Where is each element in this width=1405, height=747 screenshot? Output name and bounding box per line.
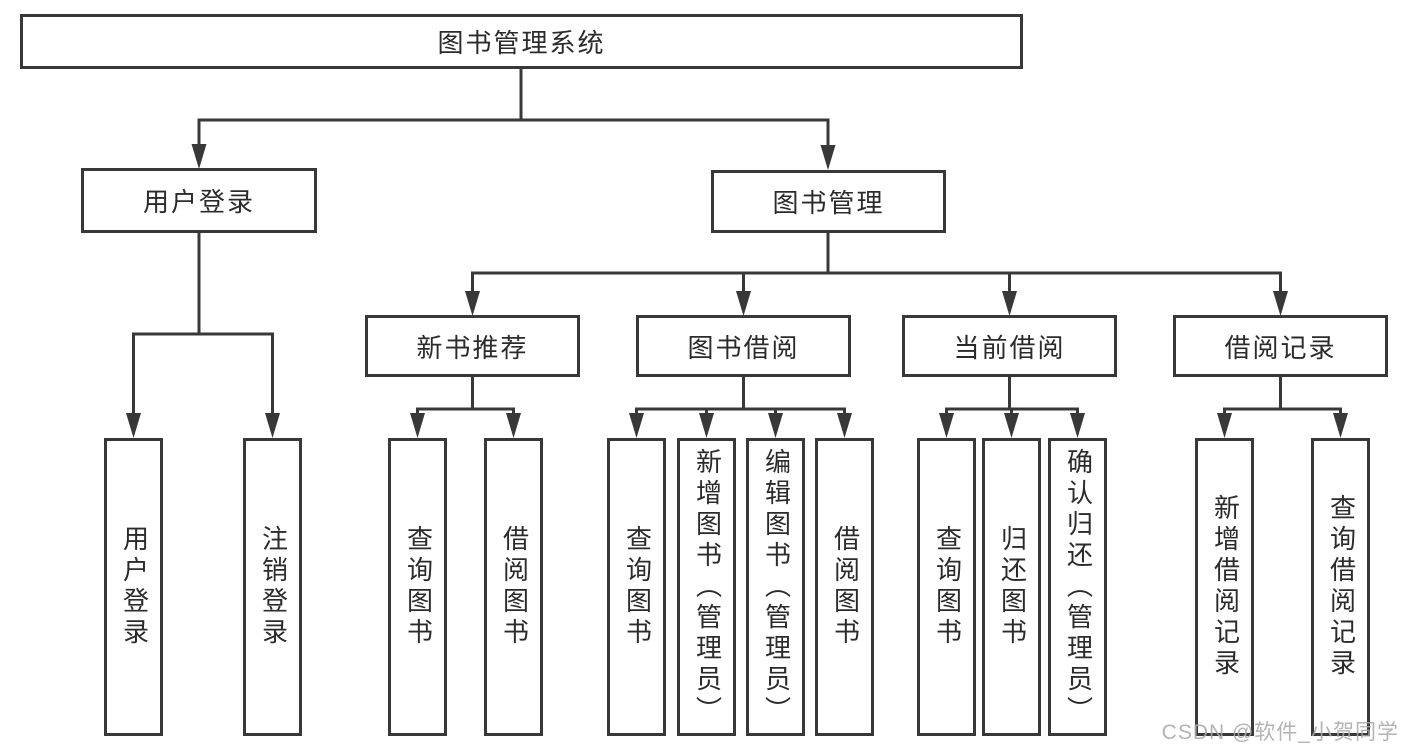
arrowhead — [1273, 291, 1288, 316]
node-label: 借阅图书 — [499, 525, 530, 649]
node-label: 归还图书 — [997, 525, 1028, 649]
edge-new-book-recommend-to-leaves — [416, 375, 515, 422]
arrowhead — [939, 413, 954, 438]
arrowhead — [1217, 413, 1232, 438]
node-leaf-add-borrow-record: 新增借阅记录 — [1195, 438, 1254, 736]
csdn-watermark: CSDN @软件_小贺同学 — [1161, 721, 1399, 744]
node-label: 确认归还（管理员） — [1063, 447, 1094, 727]
node-current-borrow: 当前借阅 — [902, 315, 1117, 377]
edge-borrow-records-to-leaves — [1223, 375, 1342, 422]
arrowhead — [820, 145, 836, 170]
arrowhead — [768, 413, 783, 438]
node-leaf-borrow-books-recommend: 借阅图书 — [484, 438, 543, 736]
node-label: 当前借阅 — [953, 332, 1066, 363]
node-label: 注销登录 — [258, 525, 289, 649]
node-label: 查询借阅记录 — [1326, 494, 1357, 680]
arrowhead — [629, 413, 644, 438]
node-label: 借阅图书 — [830, 525, 861, 649]
node-borrow-records: 借阅记录 — [1173, 315, 1388, 377]
arrowhead — [1002, 291, 1017, 316]
arrowheads — [126, 144, 1348, 438]
arrowhead — [126, 413, 141, 438]
node-label: 用户登录 — [119, 525, 150, 649]
node-leaf-return-books: 归还图书 — [982, 438, 1041, 736]
arrowhead — [1333, 413, 1348, 438]
arrowhead — [410, 413, 425, 438]
node-leaf-confirm-return-admin: 确认归还（管理员） — [1048, 438, 1107, 736]
node-label: 新增图书（管理员） — [692, 447, 723, 727]
node-label: 图书管理系统 — [437, 28, 606, 58]
node-book-borrow: 图书借阅 — [636, 315, 851, 377]
node-leaf-query-books-current: 查询图书 — [917, 438, 976, 736]
arrowhead — [699, 413, 714, 438]
arrowhead — [837, 413, 852, 438]
node-leaf-edit-books-admin: 编辑图书（管理员） — [746, 438, 805, 736]
node-label: 借阅记录 — [1224, 332, 1337, 363]
arrowhead — [465, 291, 480, 316]
node-new-book-recommend: 新书推荐 — [365, 315, 580, 377]
node-leaf-add-books-admin: 新增图书（管理员） — [677, 438, 736, 736]
edge-book-borrow-to-leaves — [635, 375, 846, 422]
node-label: 查询图书 — [932, 525, 963, 649]
edge-book-management-to-level3 — [471, 231, 1282, 300]
node-leaf-borrow-books: 借阅图书 — [815, 438, 874, 736]
arrowhead — [265, 413, 280, 438]
node-label: 查询图书 — [403, 525, 434, 649]
node-leaf-query-books-borrow: 查询图书 — [607, 438, 666, 736]
node-leaf-user-login: 用户登录 — [104, 438, 163, 736]
node-label: 新书推荐 — [416, 332, 529, 363]
edge-root-to-level2 — [197, 67, 830, 153]
arrowhead — [1004, 413, 1019, 438]
node-library-management-system: 图书管理系统 — [20, 14, 1023, 69]
node-leaf-query-books-recommend: 查询图书 — [388, 438, 447, 736]
node-leaf-logout: 注销登录 — [243, 438, 302, 736]
arrowhead — [191, 144, 207, 169]
node-label: 查询图书 — [622, 525, 653, 649]
node-book-management: 图书管理 — [711, 170, 946, 233]
node-label: 图书管理 — [772, 188, 885, 218]
arrowhead — [736, 291, 751, 316]
arrowhead — [506, 413, 521, 438]
node-label: 编辑图书（管理员） — [761, 447, 792, 727]
edge-user-login-to-leaves — [132, 231, 274, 422]
arrowhead — [1070, 413, 1085, 438]
node-label: 用户登录 — [142, 187, 255, 217]
node-user-login: 用户登录 — [81, 168, 317, 233]
node-label: 图书借阅 — [687, 332, 800, 363]
node-label: 新增借阅记录 — [1210, 494, 1241, 680]
node-leaf-query-borrow-record: 查询借阅记录 — [1311, 438, 1370, 736]
tree-edges — [132, 67, 1342, 422]
